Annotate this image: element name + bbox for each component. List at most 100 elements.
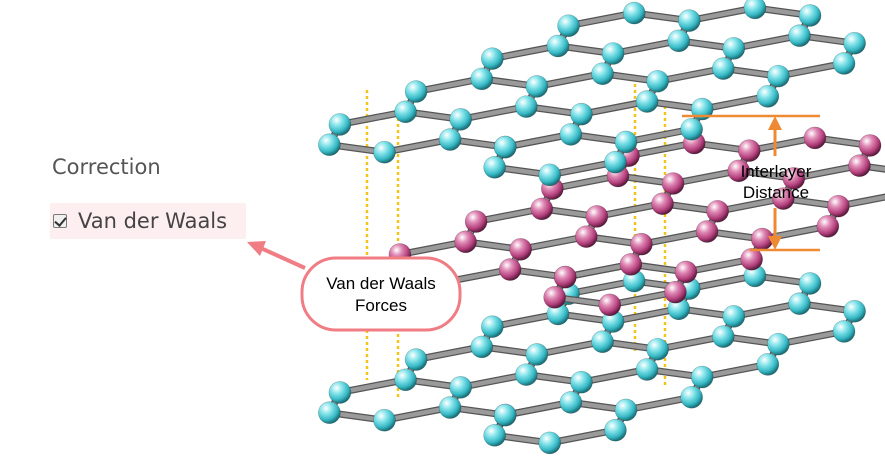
top-layer-atom [667, 29, 691, 53]
bottom-layer-atom [722, 305, 746, 328]
top-layer-atom [767, 64, 790, 88]
bottom-layer-bond [534, 339, 605, 357]
bottom-layer-atom [591, 330, 614, 354]
top-layer-bond [547, 159, 618, 178]
middle-layer-atom [498, 258, 522, 281]
middle-layer-atom [727, 159, 751, 183]
bottom-layer-bond [623, 395, 694, 413]
bottom-layer-atom [832, 320, 856, 343]
bottom-layer-atom [481, 315, 504, 338]
middle-layer-atom [827, 194, 850, 218]
bottom-layer-atom [373, 408, 396, 432]
top-layer-bond [413, 76, 485, 94]
top-layer-atom [538, 163, 562, 187]
top-layer-bond [534, 71, 605, 89]
middle-layer-atom [454, 230, 477, 254]
top-layer-atom [680, 117, 703, 141]
top-layer-atom [449, 108, 472, 131]
middle-layer-bond [397, 239, 468, 257]
middle-layer-atom [848, 154, 871, 177]
top-layer-atom [483, 156, 506, 179]
middle-layer-atom [598, 293, 622, 317]
bottom-layer-atom [843, 299, 866, 323]
top-layer-bond [610, 38, 681, 56]
middle-layer-atom [661, 172, 685, 195]
middle-layer-atom [706, 199, 729, 223]
middle-layer-bond [594, 201, 665, 219]
top-layer-atom [404, 80, 428, 103]
bottom-graphene-layer [318, 264, 866, 455]
top-layer-bond [382, 137, 453, 155]
bottom-layer-atom [318, 401, 341, 424]
top-layer-atom [622, 1, 646, 25]
bottom-layer-bond [655, 334, 726, 352]
interlayer-distance-marker: Interlayer Distance [682, 114, 820, 252]
top-layer-atom [481, 47, 504, 70]
top-layer-atom [470, 67, 494, 91]
middle-layer-atom [553, 265, 577, 289]
middle-layer-bond [683, 257, 754, 275]
bottom-layer-atom [711, 325, 735, 348]
top-layer-bond [731, 33, 802, 51]
middle-layer-bond [791, 163, 862, 181]
top-layer-atom [604, 150, 627, 174]
bottom-layer-bond [610, 306, 681, 324]
top-layer-bond [776, 61, 847, 79]
top-layer-atom [438, 128, 462, 151]
bottom-layer-atom [515, 363, 538, 386]
top-layer-atom [843, 31, 866, 55]
bottom-layer-bond [413, 344, 485, 362]
bottom-layer-atom [635, 358, 659, 381]
middle-layer-bond [473, 206, 545, 224]
top-layer-atom [318, 133, 341, 156]
bottom-layer-atom [680, 385, 703, 409]
correction-title: Correction [52, 155, 161, 179]
top-layer-atom [591, 62, 614, 86]
bottom-layer-atom [483, 424, 506, 447]
middle-layer-atom [575, 225, 598, 248]
middle-layer-bond [550, 173, 621, 191]
middle-layer-atom [464, 210, 488, 233]
top-layer-bond [490, 43, 561, 61]
bottom-layer-bond [490, 311, 561, 329]
middle-layer-bond [518, 234, 589, 252]
top-layer-atom [832, 52, 856, 75]
middle-layer-atom [530, 197, 554, 221]
middle-layer-atom [585, 205, 609, 228]
top-layer-atom [711, 57, 735, 80]
bottom-layer-atom [646, 337, 669, 361]
bottom-layer-atom [538, 431, 562, 455]
top-layer-atom [394, 100, 417, 124]
middle-layer-atom [771, 187, 795, 210]
top-layer-atom [373, 140, 396, 164]
top-layer-atom [788, 24, 811, 47]
bottom-layer-atom [614, 398, 638, 422]
bottom-layer-atom [756, 353, 780, 376]
distance-label-line-2: Distance [743, 183, 809, 202]
bottom-layer-bond [579, 367, 650, 385]
van-der-waals-checkbox[interactable] [53, 214, 67, 228]
middle-layer-bond [747, 135, 818, 153]
middle-layer-bond [607, 289, 678, 308]
top-layer-atom [601, 42, 625, 65]
middle-layer-bond [626, 140, 697, 158]
bottom-layer-bond [731, 301, 802, 319]
bottom-layer-atom [470, 335, 494, 359]
van-der-waals-option[interactable]: Van der Waals [50, 203, 246, 239]
bottom-layer-atom [690, 365, 714, 389]
distance-label-line-1: Interlayer [741, 162, 812, 181]
middle-layer-atom [858, 134, 882, 157]
bottom-layer-bond [458, 372, 529, 390]
bottom-layer-bond [337, 377, 408, 395]
middle-layer-bond [836, 194, 885, 209]
van-der-waals-label: Van der Waals [78, 209, 228, 233]
top-layer-atom [646, 69, 669, 93]
top-layer-bond [579, 99, 650, 117]
middle-layer-atom [651, 192, 674, 216]
bottom-layer-atom [525, 343, 549, 366]
top-layer-atom [677, 9, 701, 32]
middle-layer-bond [670, 168, 741, 186]
bottom-layer-atom [438, 396, 462, 419]
bottom-layer-bond [776, 329, 847, 347]
callout-line-1: Van der Waals [326, 274, 436, 293]
